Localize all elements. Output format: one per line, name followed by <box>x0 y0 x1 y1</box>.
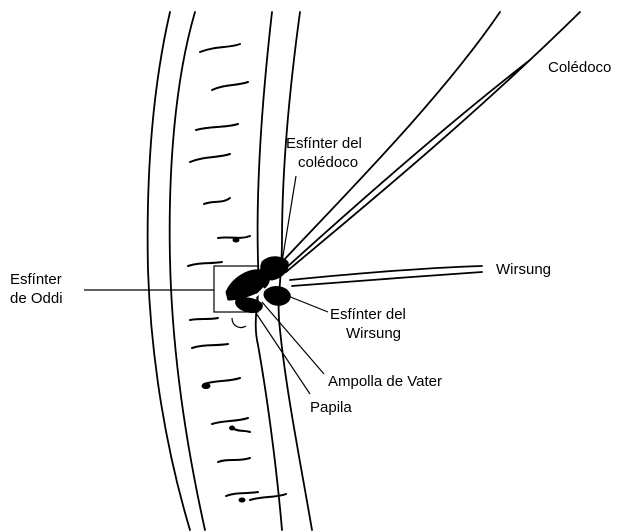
sphincter-oddi-shape <box>226 270 270 300</box>
label-esfinter-oddi-line2: de Oddi <box>10 290 63 307</box>
fold <box>212 418 248 424</box>
label-coledoco: Colédoco <box>548 59 611 76</box>
label-ampolla: Ampolla de Vater <box>328 373 442 390</box>
label-esfinter-wirsung-line1: Esfínter del <box>330 306 406 323</box>
leader-lines <box>84 176 328 394</box>
fold <box>218 458 250 462</box>
wirsung-duct-lower <box>292 272 482 286</box>
label-wirsung: Wirsung <box>496 261 551 278</box>
fold-dot <box>239 498 245 502</box>
wirsung-duct-upper <box>290 266 482 280</box>
fold-dot <box>233 238 239 242</box>
fold-dot <box>230 426 235 430</box>
fold <box>196 124 238 130</box>
leader-esfinter-wirsung <box>288 296 328 312</box>
fold <box>200 44 240 52</box>
label-esfinter-coledoco-line1: Esfínter del <box>286 135 362 152</box>
label-esfinter-wirsung-line2: Wirsung <box>346 325 401 342</box>
fold-dot <box>202 384 210 389</box>
duodenum-outer-left-wall <box>148 12 190 530</box>
label-esfinter-oddi-line1: Esfínter <box>10 271 62 288</box>
fold <box>188 262 222 266</box>
leader-papila <box>254 310 310 394</box>
sphincter-wirsung-shape <box>264 287 290 306</box>
fold <box>250 494 286 500</box>
leader-ampolla <box>262 302 324 374</box>
fold <box>204 198 230 204</box>
fold <box>190 318 218 320</box>
fold <box>212 82 248 90</box>
fold <box>226 492 258 496</box>
fold <box>190 154 230 162</box>
papila-arc <box>232 318 246 328</box>
fold <box>204 378 240 384</box>
fold <box>192 344 228 348</box>
fold <box>218 236 250 238</box>
label-papila: Papila <box>310 399 352 416</box>
duodenum-inner-left-wall <box>170 12 205 530</box>
label-esfinter-coledoco-line2: colédoco <box>298 154 358 171</box>
